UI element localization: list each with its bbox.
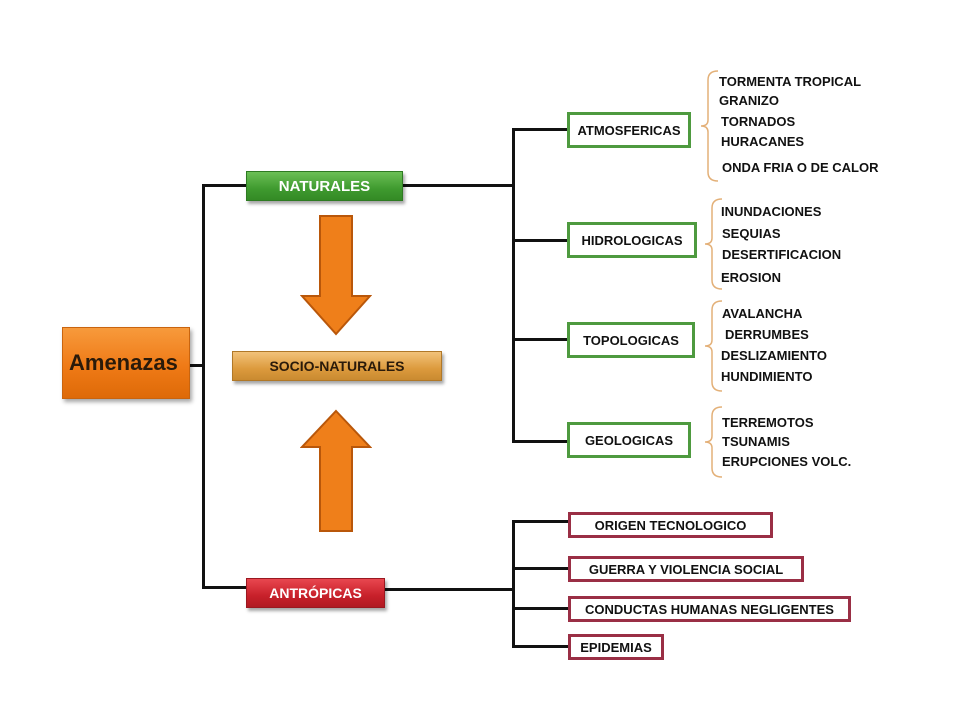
- leaf-tormenta-tropical: TORMENTA TROPICAL: [719, 74, 862, 89]
- connector-to-topologicas: [512, 338, 568, 341]
- connector-naturales-out: [403, 184, 514, 187]
- group-geologicas: GEOLOGICAS: [567, 422, 691, 458]
- item-guerra-violencia: GUERRA Y VIOLENCIA SOCIAL: [568, 556, 804, 582]
- brace-geologicas: [704, 406, 723, 478]
- brace-atmosfericas: [700, 70, 719, 182]
- arrow-up-icon: [300, 409, 372, 532]
- leaf-hundimiento: HUNDIMIENTO: [721, 369, 813, 384]
- category-antropicas: ANTRÓPICAS: [246, 578, 385, 608]
- leaf-erupciones: ERUPCIONES VOLC.: [722, 454, 852, 469]
- connector-antropicas-out: [385, 588, 514, 591]
- connector-to-conductas: [512, 607, 568, 610]
- item-epidemias: EPIDEMIAS: [568, 634, 664, 660]
- leaf-tsunamis: TSUNAMIS: [722, 434, 790, 449]
- category-socio-naturales: SOCIO-NATURALES: [232, 351, 442, 381]
- connector-to-origen: [512, 520, 568, 523]
- group-atmosfericas: ATMOSFERICAS: [567, 112, 691, 148]
- arrow-down-icon: [300, 215, 372, 336]
- leaf-terremotos: TERREMOTOS: [722, 415, 814, 430]
- leaf-sequias: SEQUIAS: [722, 226, 781, 241]
- item-origen-tecnologico: ORIGEN TECNOLOGICO: [568, 512, 773, 538]
- connector-to-guerra: [512, 567, 568, 570]
- brace-hidrologicas: [704, 198, 723, 290]
- connector-to-geologicas: [512, 440, 568, 443]
- leaf-avalancha: AVALANCHA: [722, 306, 803, 321]
- item-conductas-humanas: CONDUCTAS HUMANAS NEGLIGENTES: [568, 596, 851, 622]
- connector-to-atmosfericas: [512, 128, 568, 131]
- leaf-deslizamiento: DESLIZAMIENTO: [721, 348, 827, 363]
- leaf-desertificacion: DESERTIFICACION: [722, 247, 842, 262]
- group-topologicas: TOPOLOGICAS: [567, 322, 695, 358]
- leaf-huracanes: HURACANES: [721, 134, 805, 149]
- leaf-granizo: GRANIZO: [719, 93, 779, 108]
- connector-to-epidemias: [512, 645, 568, 648]
- leaf-inundaciones: INUNDACIONES: [721, 204, 822, 219]
- connector-main-trunk: [202, 184, 205, 588]
- leaf-erosion: EROSION: [721, 270, 781, 285]
- leaf-onda-fria: ONDA FRIA O DE CALOR: [722, 160, 879, 175]
- connector-to-naturales: [202, 184, 246, 187]
- connector-to-antropicas: [202, 586, 246, 589]
- leaf-tornados: TORNADOS: [721, 114, 796, 129]
- connector-naturales-trunk: [512, 128, 515, 443]
- group-hidrologicas: HIDROLOGICAS: [567, 222, 697, 258]
- root-amenazas: Amenazas: [62, 327, 190, 399]
- connector-antropicas-trunk: [512, 520, 515, 648]
- connector-root-stub: [190, 364, 204, 367]
- connector-to-hidrologicas: [512, 239, 568, 242]
- leaf-derrumbes: DERRUMBES: [725, 327, 809, 342]
- brace-topologicas: [704, 300, 723, 392]
- category-naturales: NATURALES: [246, 171, 403, 201]
